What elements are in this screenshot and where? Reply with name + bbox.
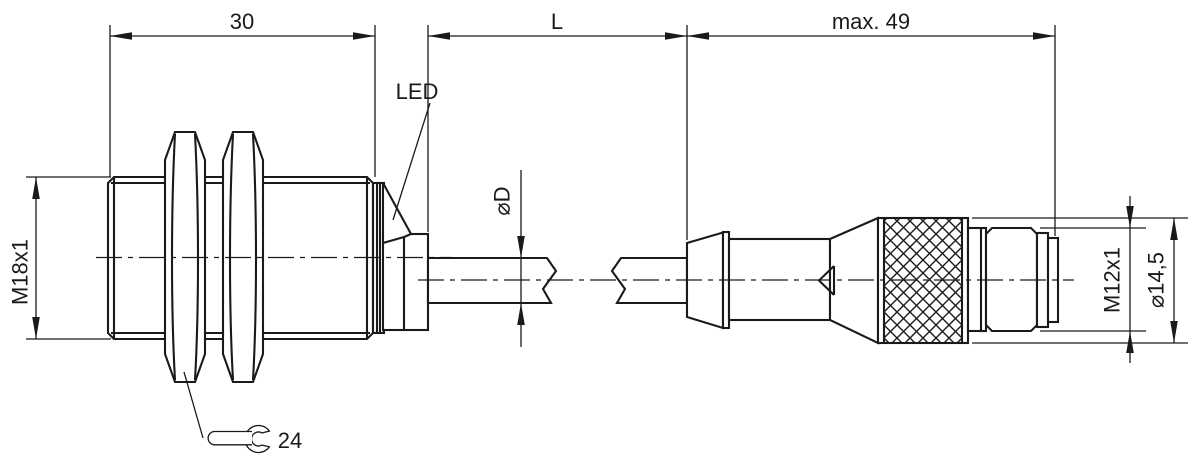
dimension-cable-diameter: ⌀D: [490, 170, 525, 347]
arrowhead-right: [665, 32, 687, 40]
dimension-label-connector-diameter: ⌀14,5: [1144, 252, 1169, 308]
arrowhead-up: [517, 303, 525, 325]
led-leader-line: [392, 102, 431, 221]
hex-nut-rear-facet-left: [228, 133, 235, 381]
dimension-label-m18x1: M18x1: [8, 239, 33, 305]
cable-segment-left: [426, 256, 558, 305]
led-window-chamfer: [381, 182, 413, 245]
arrowhead-down: [1126, 206, 1134, 228]
dimension-body-length: 30: [109, 9, 376, 177]
wrench-size-label: 24: [278, 428, 302, 453]
led-label: LED: [396, 79, 439, 104]
dimension-connector-diameter: ⌀14,5: [972, 217, 1188, 344]
arrowhead-up: [1126, 331, 1134, 353]
arrowhead-down: [1170, 321, 1178, 343]
dimension-cable-length: L: [427, 9, 688, 240]
led-callout: LED: [392, 79, 439, 221]
arrowhead-up: [32, 177, 40, 199]
dimension-label-cable-diameter: ⌀D: [490, 186, 515, 215]
arrowhead-left: [687, 32, 709, 40]
arrowhead-right: [1033, 32, 1055, 40]
arrowhead-up: [1170, 218, 1178, 240]
dimension-label-m12x1: M12x1: [1100, 247, 1125, 313]
arrowhead-left: [110, 32, 132, 40]
dimension-connector-length: max. 49: [687, 9, 1056, 236]
wrench-callout: 24: [183, 371, 302, 454]
arrowhead-down: [517, 236, 525, 258]
hex-nut-rear-facet-right: [251, 133, 258, 381]
dimension-label-30: 30: [230, 9, 254, 34]
arrowhead-right: [353, 32, 375, 40]
wrench-handle: [207, 430, 252, 446]
cable-gland: [381, 232, 430, 332]
dimension-body-thread: M18x1: [8, 176, 111, 340]
hex-nut-front-facet-left: [170, 133, 177, 381]
dimension-label-max49: max. 49: [832, 9, 910, 34]
hex-nut-front-facet-right: [193, 133, 200, 381]
wrench-leader-line: [183, 371, 204, 439]
dimension-label-L: L: [551, 9, 563, 34]
arrowhead-down: [32, 317, 40, 339]
dimension-connector-thread: M12x1: [1040, 196, 1146, 363]
arrowhead-left: [428, 32, 450, 40]
